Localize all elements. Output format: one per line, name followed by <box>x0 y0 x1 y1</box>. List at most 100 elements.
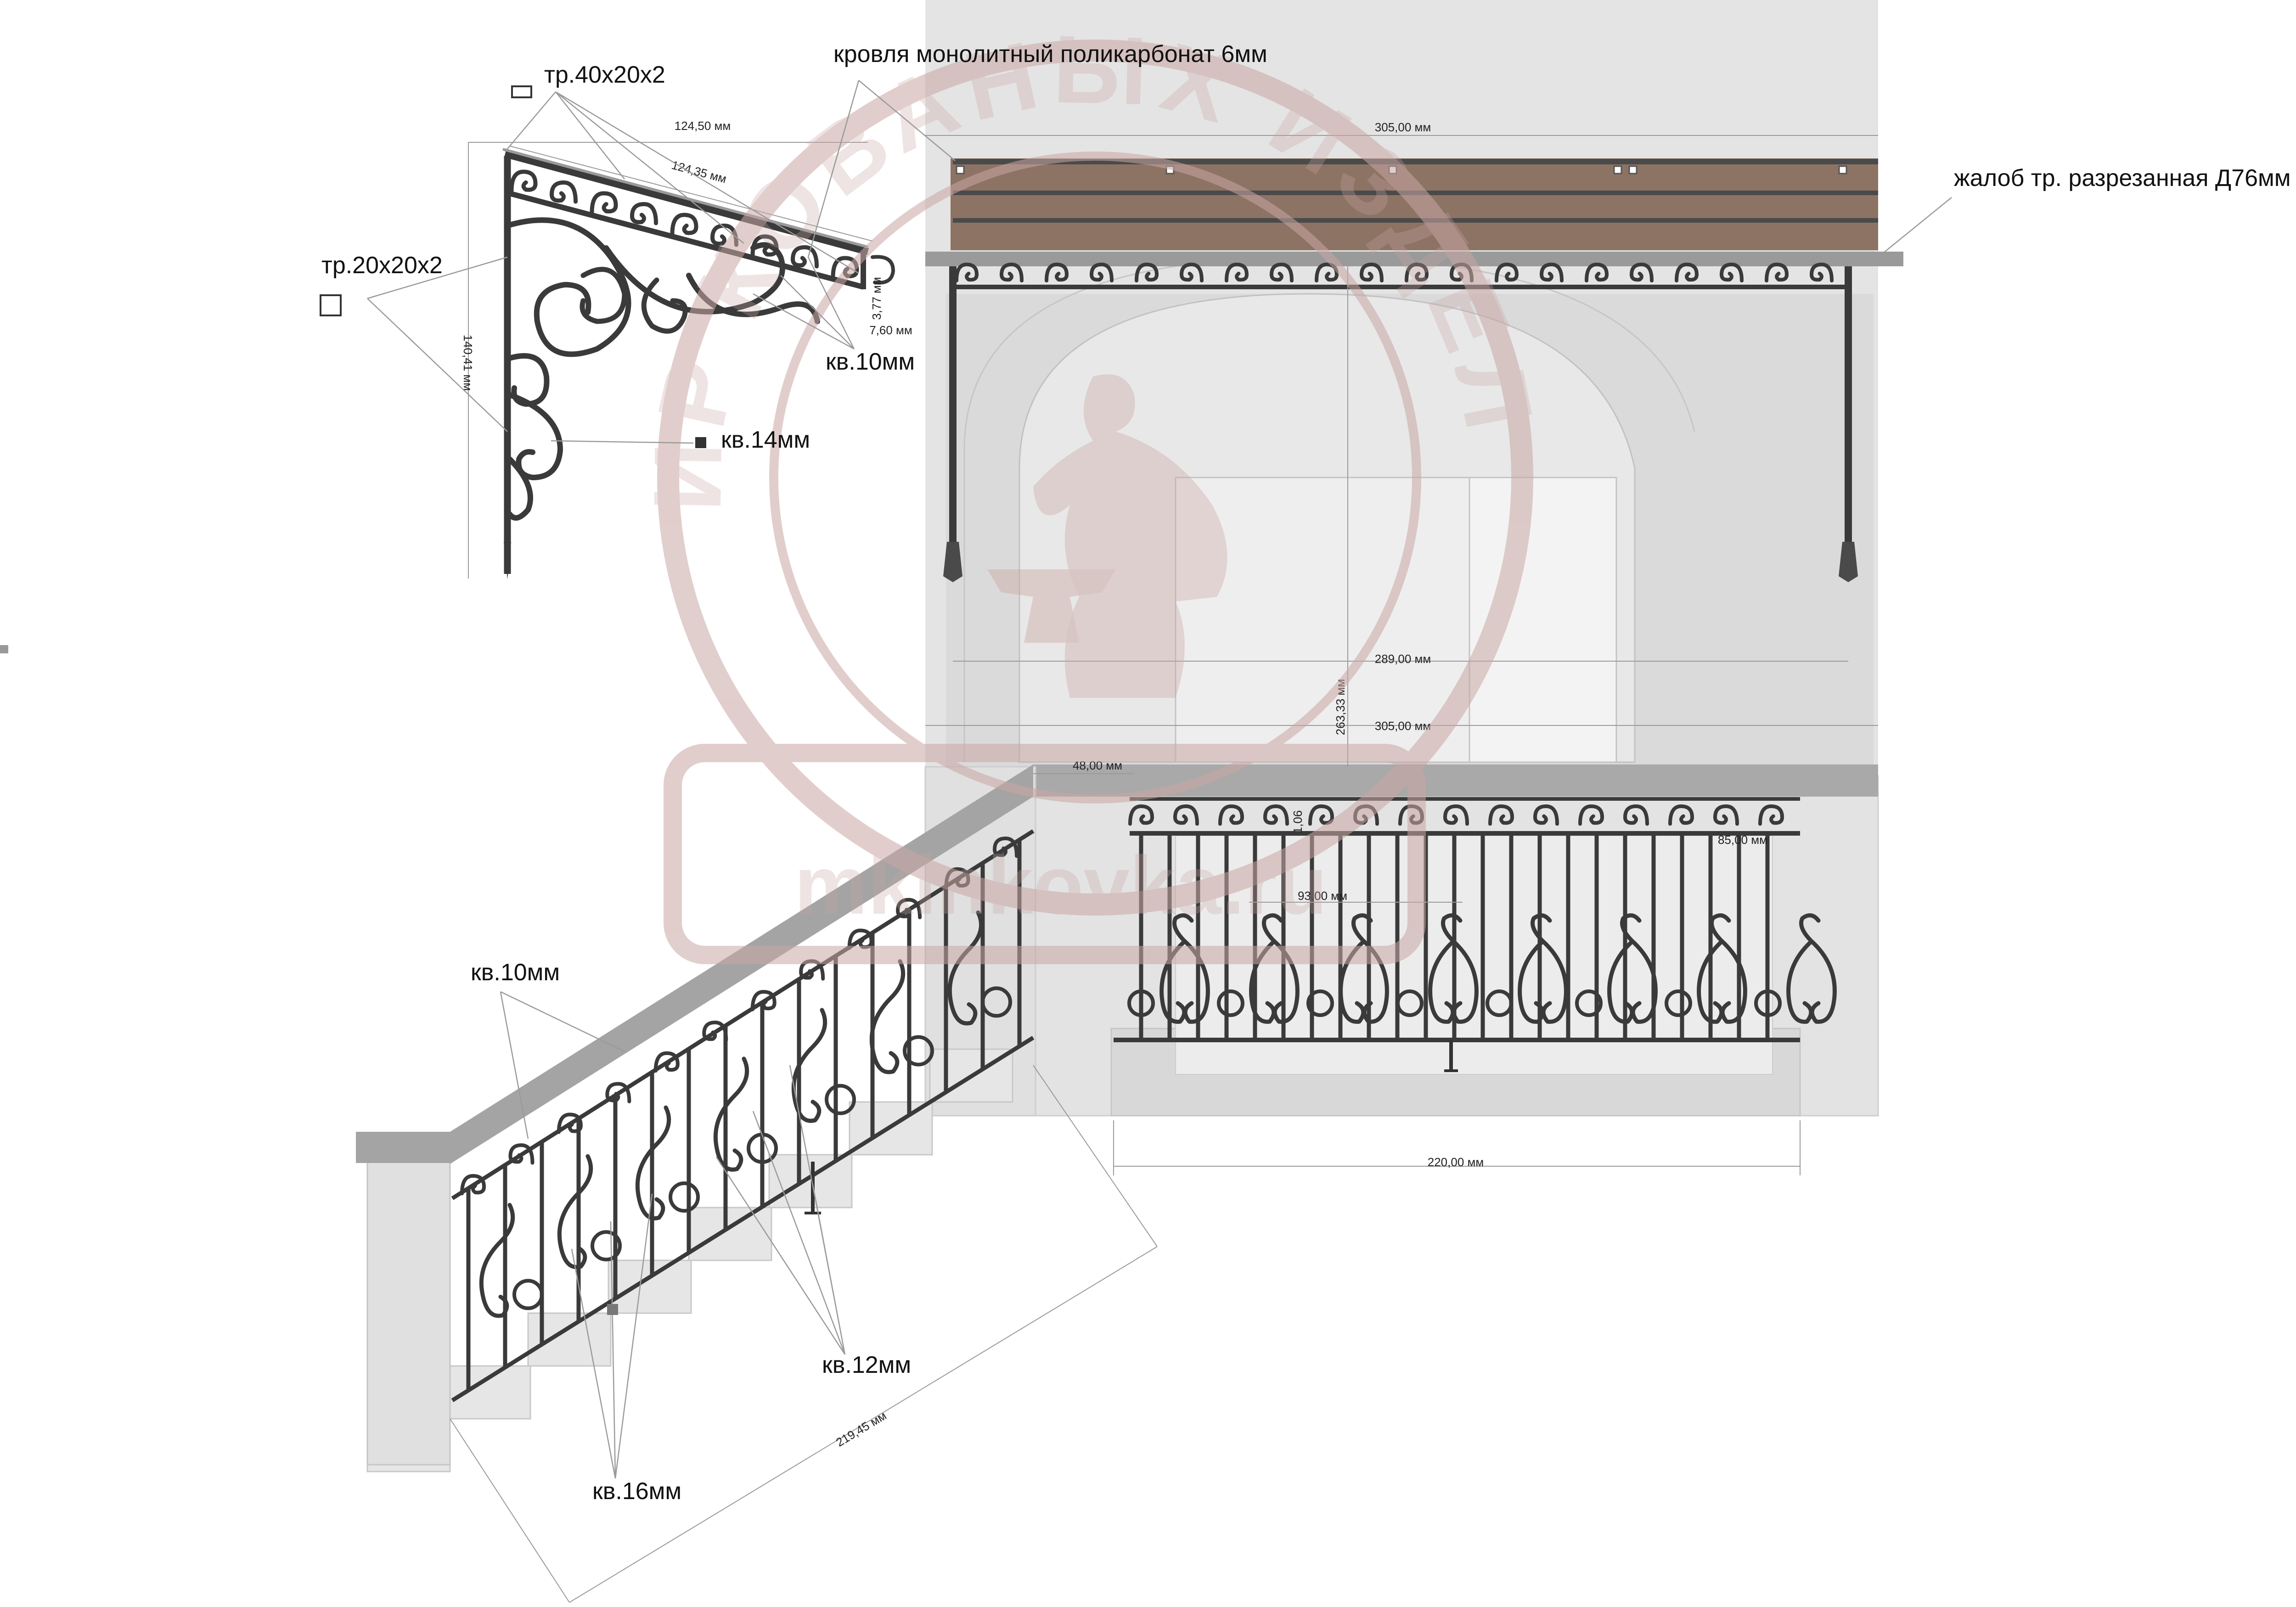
dim-gutter-h1: 3,77 мм <box>870 277 884 320</box>
dim-railing-small: 1,06 <box>1291 810 1305 834</box>
dim-railing-panel: 93,00 мм <box>1298 889 1347 903</box>
balcony-top-scroll <box>1578 804 1604 826</box>
stair-ornament <box>713 1056 749 1172</box>
balcony-top-scroll <box>1488 804 1514 826</box>
stair-step <box>608 1259 692 1314</box>
dim-bracket-height: 140,41 мм <box>461 335 475 391</box>
bracket-roof-sheet <box>502 148 868 248</box>
balcony-ring <box>1127 989 1155 1017</box>
stair-ornament <box>869 959 906 1074</box>
stair-ring <box>512 1279 544 1310</box>
canopy-scroll <box>1720 263 1744 283</box>
edge-marker <box>0 645 8 653</box>
dim-railing-height: 85,00 мм <box>1718 833 1767 847</box>
balcony-top-scroll <box>1443 804 1469 826</box>
callout-pipe-40x20: тр.40х20х2 <box>544 62 665 88</box>
stair-pier <box>366 1156 451 1466</box>
dim-gutter-h2: 7,60 мм <box>869 323 912 337</box>
stair-top-scroll <box>557 1113 583 1134</box>
balcony-ring <box>1486 989 1513 1017</box>
balcony-ring <box>1754 989 1782 1017</box>
callout-sq12: кв.12мм <box>822 1352 911 1378</box>
canopy-bracket-detail <box>502 148 895 579</box>
dim-post-spacing: 289,00 мм <box>1375 652 1431 666</box>
balcony-ornament <box>1786 913 1837 1024</box>
balcony-top-scroll <box>1758 804 1784 826</box>
stair-top-scroll <box>702 1020 728 1042</box>
stair-ornament <box>947 910 984 1026</box>
stair-top-scroll <box>508 1143 535 1165</box>
canopy-scroll <box>955 263 979 283</box>
bracket-bottom-scroll <box>507 392 563 480</box>
dim-bracket-slope: 124,35 мм <box>670 158 728 186</box>
canopy-scroll <box>1045 263 1069 283</box>
balcony-top-scroll <box>1218 804 1244 826</box>
bracket-top-beam <box>504 150 869 255</box>
balcony-ring <box>1306 989 1334 1017</box>
balcony-ring <box>1217 989 1244 1017</box>
bracket-post-tip <box>504 542 511 579</box>
dim-canopy-width-top: 305,00 мм <box>1375 120 1431 134</box>
stair-step <box>768 1154 853 1208</box>
canopy-scroll <box>1180 263 1204 283</box>
watermark-ring-inner <box>769 152 1421 804</box>
post-foot-left <box>943 542 962 582</box>
bracket-scroll <box>630 202 658 225</box>
dim-bracket-top-width: 124,50 мм <box>675 119 731 133</box>
stair-ring <box>981 986 1012 1018</box>
stair-ring <box>591 1230 622 1262</box>
stair-top-scroll <box>605 1082 631 1103</box>
post-foot-right <box>1839 542 1858 582</box>
watermark-banner <box>664 744 1426 964</box>
stair-ring <box>903 1035 934 1067</box>
watermark-anvil <box>987 569 1116 643</box>
bracket-mid-scroll <box>580 267 627 324</box>
balcony-top-scroll <box>1263 804 1289 826</box>
callout-roof: кровля монолитный поликарбонат 6мм <box>833 41 1267 67</box>
bracket-scroll <box>710 224 738 247</box>
balcony-ring <box>1396 989 1424 1017</box>
stair-step <box>688 1207 772 1261</box>
canopy-scroll <box>1630 263 1654 283</box>
callout-sq16: кв.16мм <box>592 1478 681 1505</box>
stair-ornament <box>635 1105 671 1220</box>
pipe-40x20-symbol <box>511 85 532 98</box>
callout-gutter: жалоб тр. разрезанная Д76мм <box>1954 165 2290 191</box>
sq14-symbol <box>695 437 706 448</box>
canopy-scroll <box>1225 263 1249 283</box>
bracket-gutter-hook <box>871 255 895 285</box>
stair-step <box>447 1365 531 1420</box>
canopy-scroll <box>1360 263 1384 283</box>
bracket-foot-scroll <box>507 456 533 521</box>
balcony-ornament <box>1428 913 1479 1024</box>
dim-wall-width: 305,00 мм <box>1375 719 1431 733</box>
watermark-site: mkinkovka.ru <box>794 839 1328 932</box>
stair-top-scroll <box>993 837 1019 858</box>
pipe-20x20-symbol <box>320 294 342 316</box>
stair-railing <box>451 829 1035 1402</box>
stair-ornament <box>557 1154 593 1270</box>
bracket-center-scroll <box>641 277 688 334</box>
stair-pier-cap <box>356 1132 452 1163</box>
bracket-lower-beam <box>506 190 864 290</box>
bracket-scroll <box>670 213 698 236</box>
canopy-scroll <box>1765 263 1789 283</box>
canopy-scroll <box>1675 263 1699 283</box>
canopy-scroll <box>1270 263 1294 283</box>
stair-ring <box>669 1181 700 1213</box>
callout-sq10-stair: кв.10мм <box>471 959 560 986</box>
stair-ornament <box>479 1202 515 1318</box>
canopy-scroll <box>1810 263 1834 283</box>
bracket-big-scroll <box>507 217 631 357</box>
stair-bottom-rail <box>451 1036 1035 1402</box>
balcony-top-scroll <box>1533 804 1559 826</box>
bracket-scroll <box>550 180 578 204</box>
watermark-smith-figure <box>1033 374 1227 698</box>
stair-top-scroll <box>653 1051 680 1073</box>
canopy-scroll <box>1135 263 1159 283</box>
canopy-scroll <box>1585 263 1609 283</box>
balcony-ring <box>1575 989 1603 1017</box>
canopy-scroll <box>1405 263 1429 283</box>
stair-ring <box>825 1084 856 1115</box>
